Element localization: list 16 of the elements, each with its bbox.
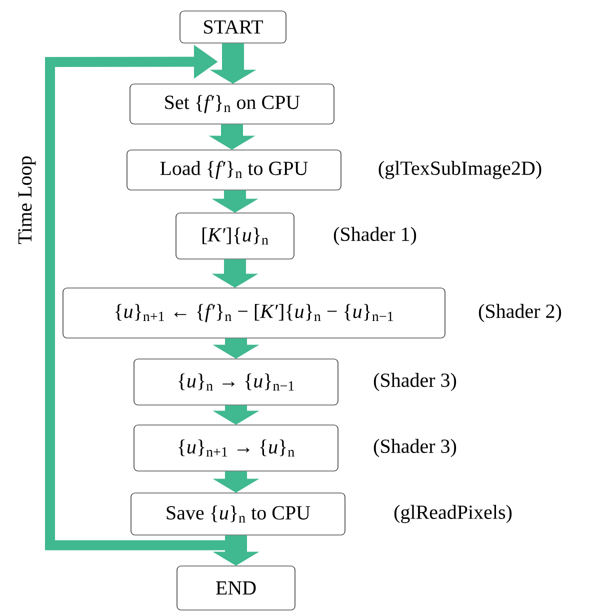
process-box: {u}$_{n}$ → {u}$_{n−1}$ — [134, 358, 338, 406]
annotation-label: (glReadPixels) — [394, 504, 512, 524]
process-box: Load {f′}$_{n}$ to GPU — [126, 150, 342, 190]
process-box: {u}$_{n+1}$ ← {f′}$_{n}$ − [K′]{u}$_{n}$ − {u}$_{n−1}$ — [62, 288, 446, 338]
process-box: [K′]{u}$_{n}$ — [176, 212, 294, 260]
annotation-label: (Shader 3) — [374, 372, 456, 392]
edge-label: Time Loop — [18, 156, 36, 244]
annotation-label: (glTexSubImage2D) — [378, 160, 542, 180]
process-box: Save {u}$_{n}$ to CPU — [130, 492, 346, 536]
process-box: {u}$_{n+1}$ → {u}$_{n}$ — [134, 424, 338, 472]
process-box: Set {f′}$_{n}$ on CPU — [130, 84, 334, 124]
terminal-box: START — [180, 10, 286, 44]
annotation-label: (Shader 3) — [374, 438, 456, 458]
annotation-label: (Shader 1) — [334, 226, 416, 246]
annotation-label: (Shader 2) — [478, 304, 562, 322]
terminal-box: END — [176, 566, 296, 610]
